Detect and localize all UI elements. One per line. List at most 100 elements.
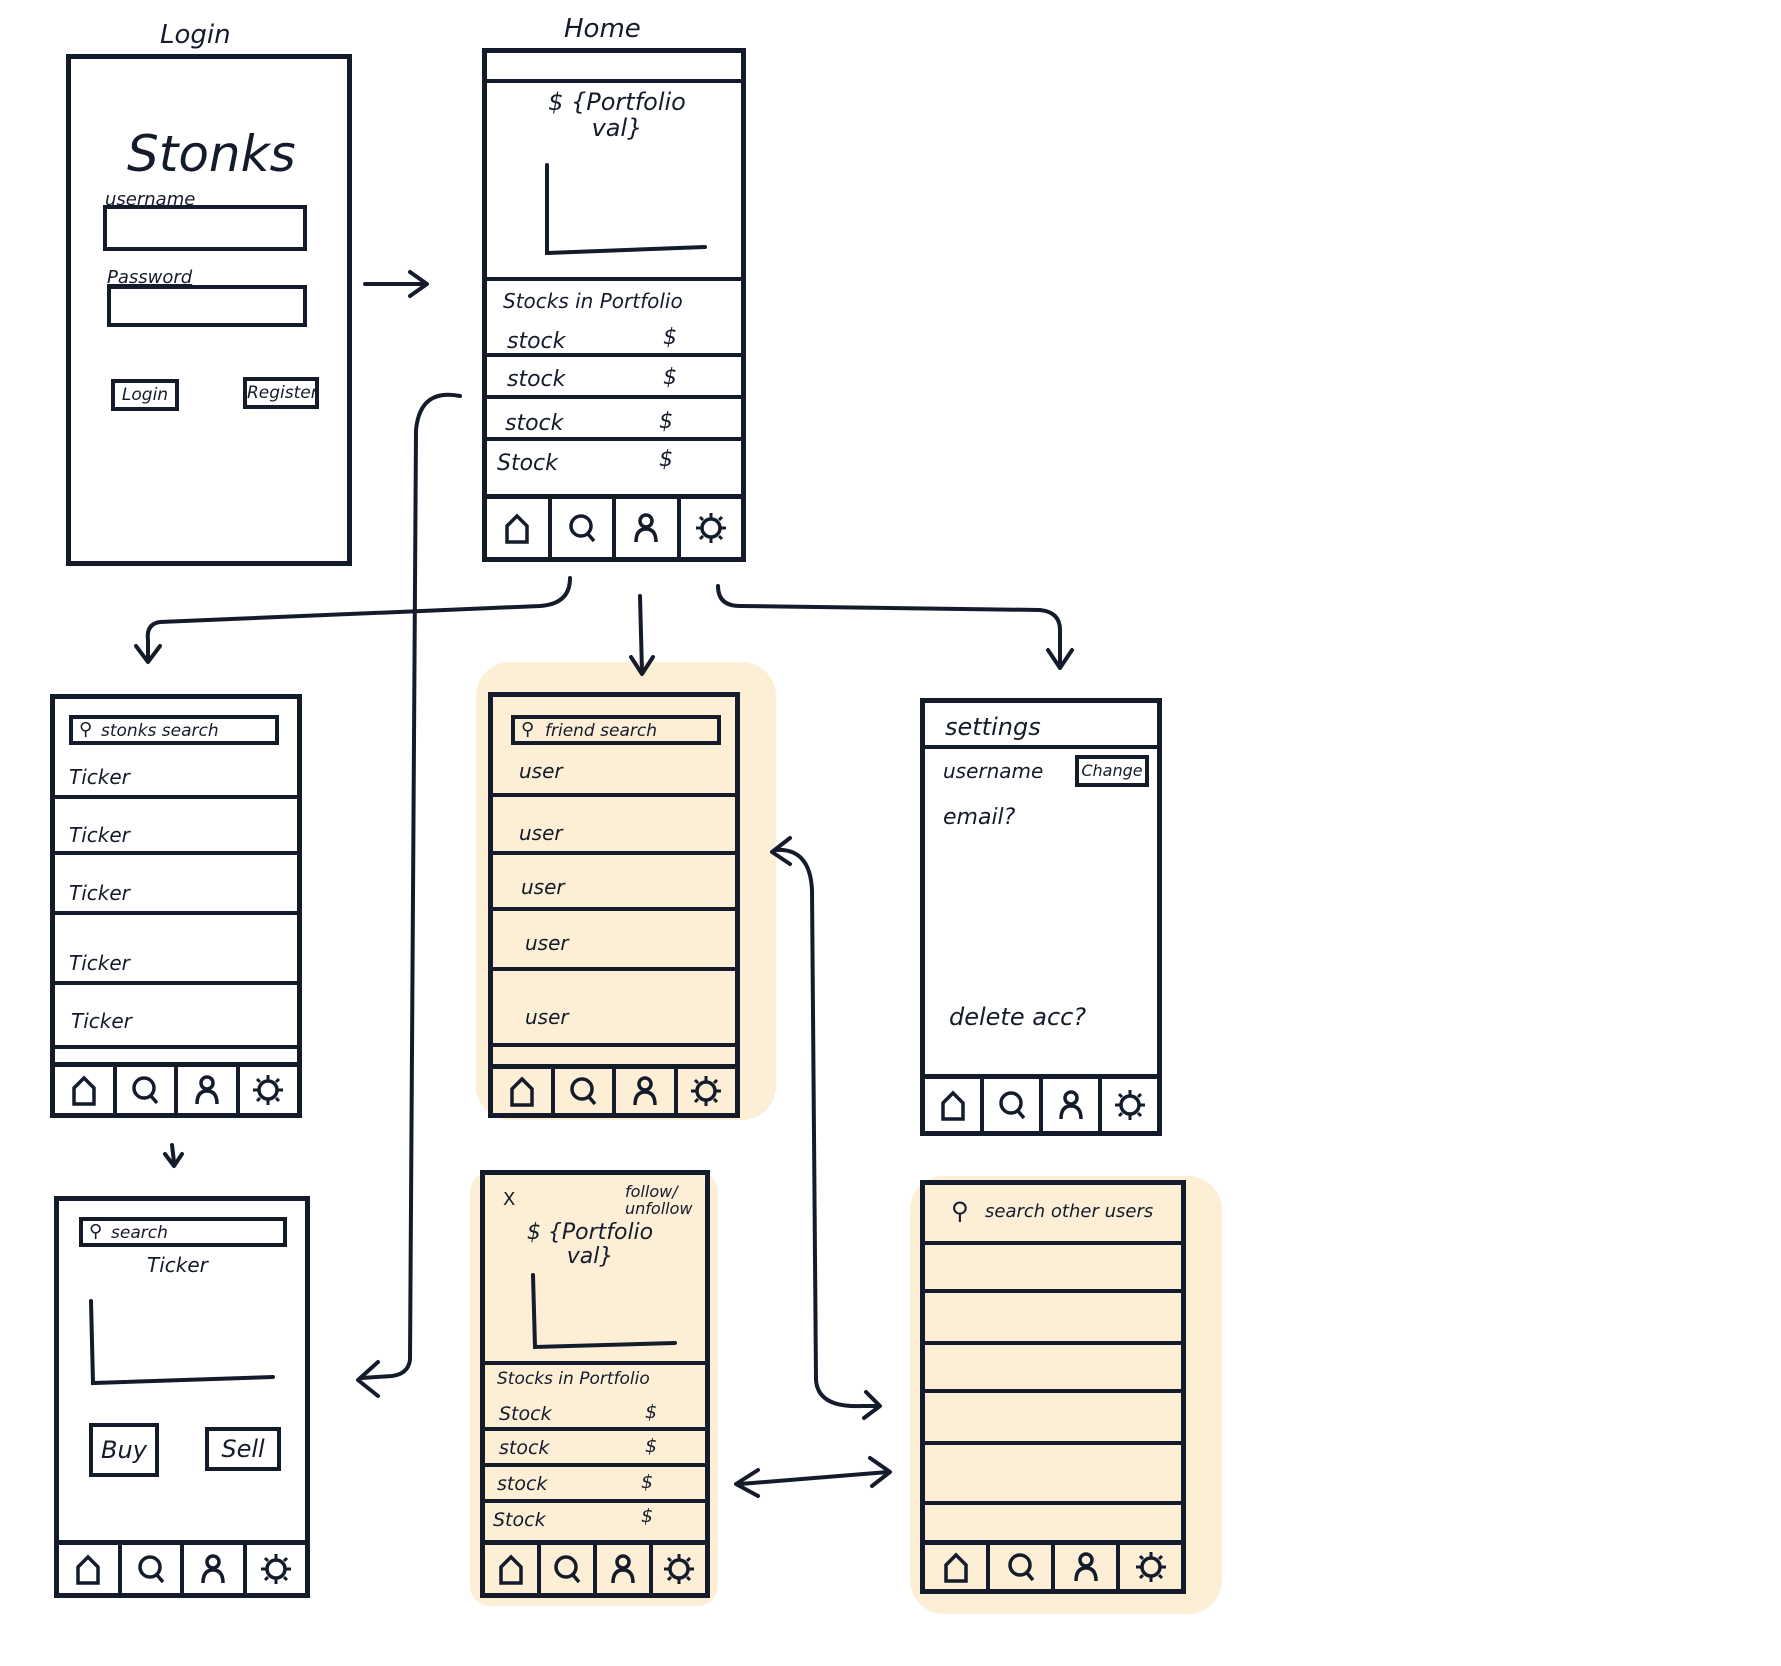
nav-tab-user[interactable]	[174, 1067, 236, 1113]
search-placeholder: stonks search	[101, 721, 219, 741]
nav-tab-user[interactable]	[1051, 1545, 1116, 1589]
password-field[interactable]	[107, 285, 307, 327]
home-icon	[943, 1552, 968, 1583]
stock-name[interactable]: Stock	[497, 451, 558, 476]
result-divider	[925, 1341, 1181, 1345]
result-divider	[925, 1241, 1181, 1245]
sell-button[interactable]: Sell	[205, 1427, 281, 1471]
result-divider	[925, 1389, 1181, 1393]
bottom-nav	[487, 494, 741, 557]
stock-search-screen: ⚲ stonks search Ticker Ticker Ticker Tic…	[50, 694, 302, 1118]
nav-tab-settings-gear[interactable]	[676, 499, 742, 557]
nav-tab-home[interactable]	[925, 1079, 980, 1131]
nav-tab-settings-gear[interactable]	[1116, 1545, 1181, 1589]
stock-price: $	[659, 447, 673, 472]
search-icon	[998, 1091, 1025, 1120]
register-button[interactable]: Register	[243, 377, 319, 409]
nav-tab-home[interactable]	[487, 499, 548, 557]
settings-title: settings	[945, 713, 1041, 741]
home-top-bar	[487, 79, 741, 83]
settings-gear-icon	[260, 1554, 291, 1584]
nav-tab-user[interactable]	[1039, 1079, 1098, 1131]
delete-account-label[interactable]: delete acc?	[949, 1003, 1087, 1031]
stock-detail-search-input[interactable]: ⚲ search	[79, 1217, 287, 1247]
home-caption: Home	[564, 14, 641, 44]
nav-tab-settings-gear[interactable]	[242, 1545, 306, 1593]
change-username-button[interactable]: Change	[1075, 755, 1149, 787]
stocks-header: Stocks in Portfolio	[503, 289, 683, 313]
nav-tab-home[interactable]	[925, 1545, 986, 1589]
user-item[interactable]: user	[521, 875, 565, 899]
buy-button[interactable]: Buy	[89, 1423, 159, 1477]
user-item[interactable]: user	[525, 1005, 569, 1029]
stock-name: stock	[497, 1473, 548, 1495]
user-search-input[interactable]: search other users	[985, 1201, 1154, 1222]
nav-tab-search[interactable]	[986, 1545, 1051, 1589]
nav-tab-search[interactable]	[117, 1545, 181, 1593]
nav-tab-user[interactable]	[612, 499, 677, 557]
ticker-item[interactable]: Ticker	[69, 951, 130, 975]
ticker-item[interactable]: Ticker	[69, 823, 130, 847]
nav-tab-home[interactable]	[485, 1545, 537, 1593]
ticker-title: Ticker	[147, 1253, 208, 1277]
nav-tab-home[interactable]	[55, 1067, 113, 1113]
nav-tab-home[interactable]	[59, 1545, 118, 1593]
user-item[interactable]: user	[519, 821, 563, 845]
stock-name[interactable]: stock	[507, 367, 566, 392]
search-icon	[570, 1077, 597, 1106]
nav-tab-home[interactable]	[493, 1069, 551, 1113]
close-icon[interactable]: X	[503, 1189, 516, 1210]
result-divider	[925, 1501, 1181, 1505]
stock-row-divider	[487, 395, 741, 399]
settings-gear-icon	[253, 1075, 284, 1105]
nav-tab-settings-gear[interactable]	[649, 1545, 705, 1593]
stock-name[interactable]: stock	[505, 411, 564, 436]
nav-tab-search[interactable]	[547, 499, 613, 557]
nav-tab-user[interactable]	[612, 1069, 674, 1113]
username-field[interactable]	[103, 205, 307, 251]
user-icon	[1058, 1090, 1083, 1120]
nav-tab-search[interactable]	[112, 1067, 175, 1113]
login-caption: Login	[160, 20, 231, 50]
result-divider	[925, 1289, 1181, 1293]
ticker-divider	[55, 851, 297, 855]
portfolio-chart	[531, 1273, 677, 1350]
search-icon: ⚲	[89, 1221, 103, 1242]
nav-tab-user[interactable]	[180, 1545, 243, 1593]
stock-row-divider	[487, 353, 741, 357]
nav-tab-search[interactable]	[550, 1069, 613, 1113]
user-divider	[493, 967, 735, 971]
friend-search-input[interactable]: ⚲ friend search	[511, 715, 721, 745]
password-label: Password	[107, 267, 193, 288]
stocks-header: Stocks in Portfolio	[497, 1369, 650, 1389]
follow-toggle[interactable]: follow/ unfollow	[625, 1182, 693, 1218]
search-icon	[1007, 1553, 1034, 1582]
search-placeholder: search	[111, 1223, 168, 1243]
user-icon	[611, 1554, 635, 1584]
user-icon	[201, 1554, 225, 1584]
login-button[interactable]: Login	[111, 379, 179, 411]
ticker-item[interactable]: Ticker	[71, 1009, 132, 1033]
ticker-item[interactable]: Ticker	[69, 881, 130, 905]
nav-tab-settings-gear[interactable]	[235, 1067, 298, 1113]
search-icon: ⚲	[79, 719, 93, 740]
stock-search-input[interactable]: ⚲ stonks search	[69, 715, 279, 745]
nav-tab-search[interactable]	[537, 1545, 593, 1593]
result-divider	[925, 1441, 1181, 1445]
email-label[interactable]: email?	[943, 805, 1016, 830]
username-label: username	[943, 759, 1044, 783]
nav-tab-settings-gear[interactable]	[673, 1069, 736, 1113]
user-icon	[195, 1075, 219, 1105]
nav-tab-search[interactable]	[980, 1079, 1039, 1131]
nav-tab-user[interactable]	[593, 1545, 649, 1593]
user-item[interactable]: user	[525, 931, 569, 955]
stock-name: stock	[499, 1437, 550, 1459]
portfolio-value: $ {Portfolio val}	[526, 1220, 654, 1269]
user-divider	[493, 793, 735, 797]
ticker-item[interactable]: Ticker	[69, 765, 130, 789]
user-item[interactable]: user	[519, 759, 563, 783]
home-screen: $ {Portfolio val} Stocks in Portfolio st…	[482, 48, 746, 562]
username-label: username	[105, 189, 196, 210]
nav-tab-settings-gear[interactable]	[1098, 1079, 1157, 1131]
